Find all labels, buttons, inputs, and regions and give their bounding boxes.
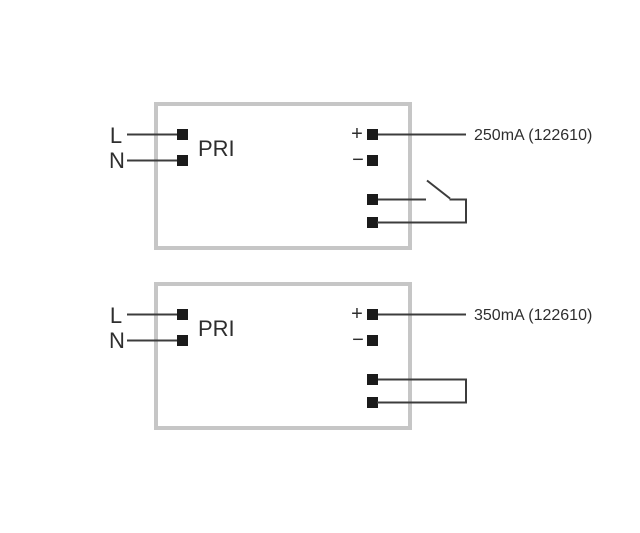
minus-label: − xyxy=(352,328,364,351)
line-terminal xyxy=(177,129,188,140)
neutral-terminal xyxy=(177,155,188,166)
plus-output-terminal xyxy=(367,129,378,140)
line-terminal xyxy=(177,309,188,320)
plus-output-terminal xyxy=(367,309,378,320)
primary-label: PRI xyxy=(198,316,235,341)
neutral-terminal xyxy=(177,335,188,346)
driver-box-outline xyxy=(154,102,412,250)
output-current-label: 350mA (122610) xyxy=(474,307,593,324)
switch-return-wire xyxy=(377,198,467,224)
dim-terminal-lower xyxy=(367,397,378,408)
jumper-wire-icon xyxy=(377,378,467,404)
dim-terminal-upper xyxy=(367,194,378,205)
output-current-label: 250mA (122610) xyxy=(474,127,593,144)
diagram-250ma-graphics xyxy=(127,102,467,250)
plus-label: + xyxy=(351,122,363,145)
line-label: L xyxy=(109,303,123,328)
line-label: L xyxy=(109,123,123,148)
neutral-label: N xyxy=(109,328,125,353)
dim-terminal-lower xyxy=(367,217,378,228)
neutral-label: N xyxy=(109,148,125,173)
minus-output-terminal xyxy=(367,155,378,166)
primary-label: PRI xyxy=(198,136,235,161)
driver-box-outline xyxy=(154,282,412,430)
minus-label: − xyxy=(352,148,364,171)
minus-output-terminal xyxy=(367,335,378,346)
diagram-350ma-graphics xyxy=(127,282,467,430)
jumper-loop-wire xyxy=(377,378,467,404)
plus-label: + xyxy=(351,302,363,325)
dim-terminal-upper xyxy=(367,374,378,385)
open-switch-icon xyxy=(377,179,467,224)
switch-blade xyxy=(426,179,451,200)
